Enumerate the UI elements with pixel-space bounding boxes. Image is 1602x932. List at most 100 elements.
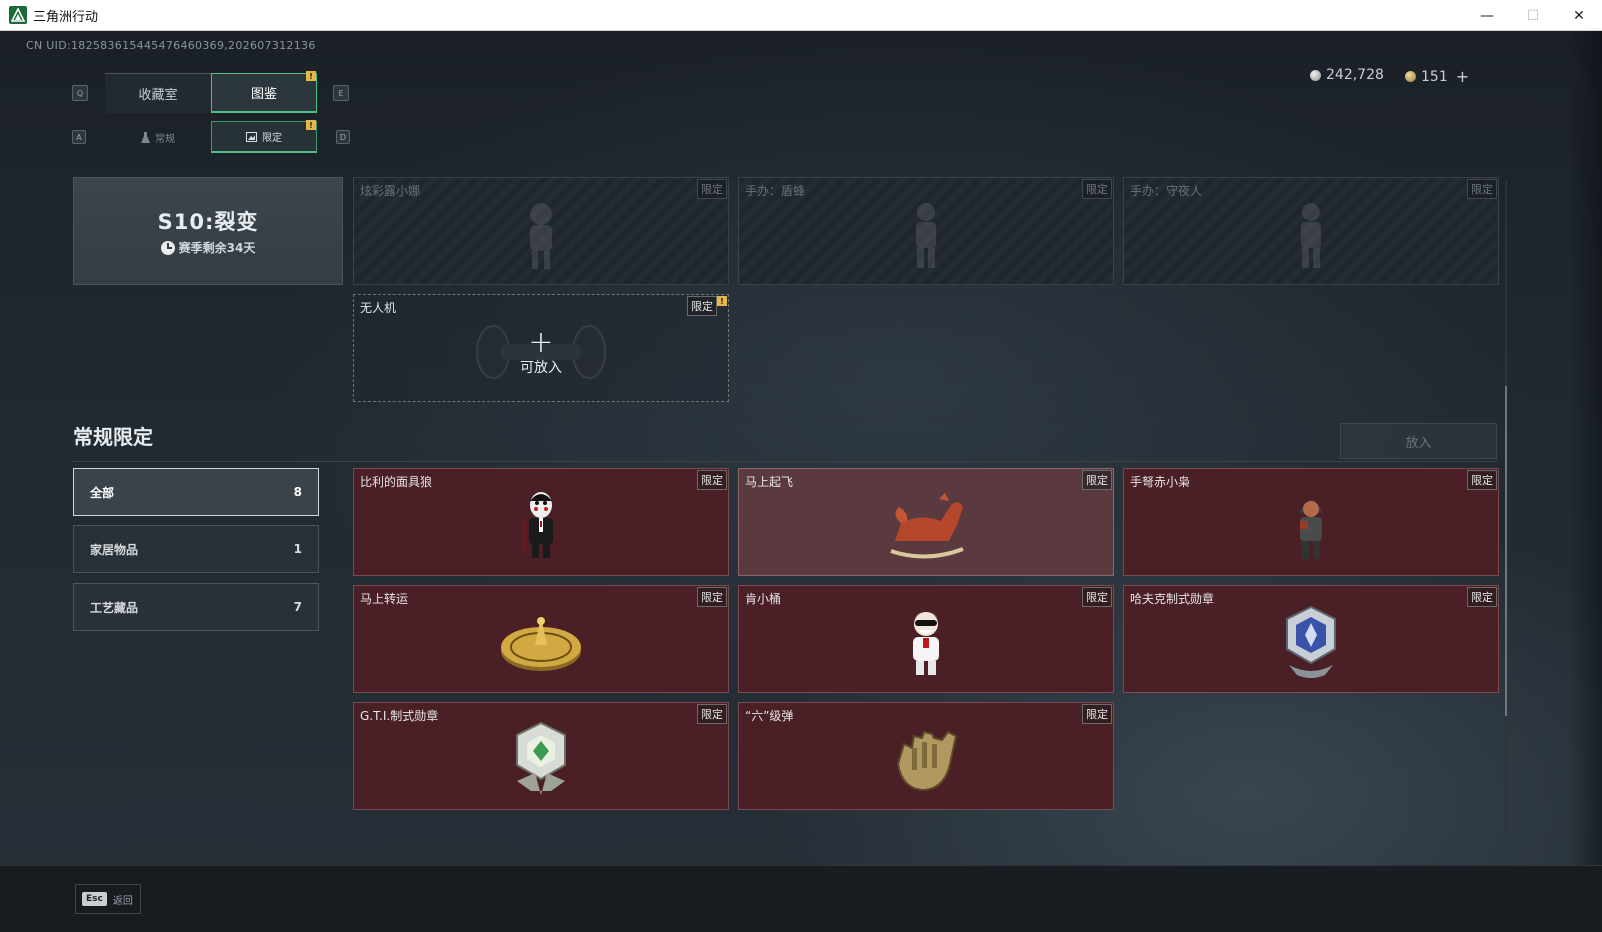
item-name: “六”级弹 [745, 709, 794, 723]
featured-slot-2[interactable]: 手办：盾蜂 限定 [738, 177, 1114, 285]
limited-tag: 限定 [697, 587, 727, 607]
filter-count: 7 [293, 600, 302, 614]
subtab-limited[interactable]: 限定 [211, 121, 317, 153]
scrollbar-thumb[interactable] [1505, 386, 1507, 716]
game-viewport: CN UID:182583615445476460369,20260731213… [0, 31, 1602, 932]
place-hint: + 可放入 [520, 328, 562, 377]
clock-icon [160, 240, 175, 255]
add-currency-button[interactable]: + [1455, 67, 1470, 86]
colonel-figure-icon [913, 612, 939, 676]
back-button[interactable]: Esc 返回 [75, 884, 141, 914]
gold-coin-icon [1405, 71, 1416, 82]
footer-bar: Esc 返回 [0, 865, 1602, 932]
place-hint-label: 可放入 [520, 360, 562, 377]
item-name: 比利的面具狼 [360, 475, 433, 489]
limited-tag: 限定 [1082, 704, 1112, 724]
minimize-button[interactable]: — [1480, 7, 1494, 24]
featured-slot-name: 手办：盾蜂 [745, 184, 806, 198]
rocking-horse-icon [890, 493, 964, 559]
gold-currency: 151 + [1405, 67, 1469, 86]
put-in-button[interactable]: 放入 [1340, 423, 1497, 459]
watcher-figure-silhouette-icon [1301, 203, 1321, 269]
limited-tag: 限定 [687, 296, 717, 316]
season-remaining-text: 赛季剩余34天 [178, 241, 256, 255]
filter-home-items[interactable]: 家居物品 1 [73, 525, 319, 573]
window-title: 三角洲行动 [33, 9, 99, 25]
subtab-regular[interactable]: 常规 [105, 121, 211, 153]
section-title: 常规限定 [73, 425, 153, 449]
item-name: 马上起飞 [745, 475, 794, 489]
tab-catalog[interactable]: 图鉴 [211, 73, 317, 113]
close-button[interactable]: ✕ [1573, 7, 1585, 24]
gti-medal-icon [516, 722, 566, 796]
girl-figure-silhouette-icon [530, 203, 552, 270]
item-card[interactable]: “六”级弹 限定 [738, 702, 1114, 810]
featured-slot-name: 无人机 [360, 301, 397, 315]
limited-tag: 限定 [697, 179, 727, 199]
limited-tag: 限定 [1082, 470, 1112, 490]
featured-slot-name: 炫彩露小娜 [360, 184, 421, 198]
puppet-figure-icon [523, 492, 553, 559]
next-subtab-key-hint[interactable]: D [336, 130, 350, 144]
right-edge-shade [1568, 31, 1602, 932]
item-name: G.T.I.制式勋章 [360, 709, 439, 723]
back-label: 返回 [112, 895, 133, 907]
prev-tab-key-hint[interactable]: Q [72, 85, 88, 101]
silver-amount: 242,728 [1326, 67, 1384, 83]
maximize-button[interactable]: ☐ [1526, 7, 1540, 24]
limited-notification-badge: ! [306, 120, 316, 130]
featured-slot-name: 手办：守夜人 [1130, 184, 1203, 198]
item-card[interactable]: 肯小桶 限定 [738, 585, 1114, 693]
limited-tag: 限定 [1082, 179, 1112, 199]
season-title: S10:裂变 [157, 210, 259, 234]
limited-tag: 限定 [697, 470, 727, 490]
drone-placeable-slot[interactable]: 无人机 限定 ! + 可放入 [353, 294, 729, 402]
silver-coin-icon [1310, 69, 1321, 81]
item-card[interactable]: 手弩赤小枭 限定 [1123, 468, 1499, 576]
limited-tag: 限定 [1467, 470, 1497, 490]
subtab-regular-label: 常规 [155, 133, 175, 145]
bullet-hand-icon [896, 730, 958, 792]
uid-label: CN UID:182583615445476460369,20260731213… [26, 39, 316, 52]
item-card[interactable]: 马上起飞 限定 [738, 468, 1114, 576]
item-card[interactable]: 哈夫克制式勋章 限定 [1123, 585, 1499, 693]
limited-tag: 限定 [1467, 587, 1497, 607]
item-card[interactable]: G.T.I.制式勋章 限定 [353, 702, 729, 810]
soldier-figure-silhouette-icon [916, 203, 936, 269]
filter-label: 家居物品 [90, 542, 139, 557]
filter-count: 8 [293, 485, 302, 499]
item-name: 哈夫克制式勋章 [1130, 592, 1215, 606]
gold-coin-icon [501, 617, 581, 672]
filter-all[interactable]: 全部 8 [73, 468, 319, 516]
limited-tag: 限定 [1467, 179, 1497, 199]
limited-tag: 限定 [1082, 587, 1112, 607]
item-card[interactable]: 比利的面具狼 限定 [353, 468, 729, 576]
season-card: S10:裂变 赛季剩余34天 [73, 177, 343, 285]
season-remaining: 赛季剩余34天 [160, 239, 256, 256]
catalog-notification-badge: ! [306, 71, 316, 81]
featured-slot-1[interactable]: 炫彩露小娜 限定 [353, 177, 729, 285]
gold-amount: 151 [1421, 68, 1448, 85]
silver-currency: 242,728 [1310, 67, 1384, 83]
esc-key-icon: Esc [82, 892, 107, 906]
drone-icon [476, 325, 606, 380]
drone-notification-badge: ! [717, 296, 727, 306]
filter-label: 全部 [90, 485, 115, 500]
haavk-medal-icon [1286, 606, 1336, 679]
section-divider [73, 461, 1497, 462]
item-name: 手弩赤小枭 [1130, 475, 1191, 489]
filter-count: 1 [293, 542, 302, 556]
tab-collection-room[interactable]: 收藏室 [105, 73, 211, 113]
prev-subtab-key-hint[interactable]: A [72, 130, 86, 144]
picture-icon [246, 131, 257, 142]
flask-icon [141, 131, 150, 143]
hooded-figure-icon [1299, 500, 1323, 560]
item-name: 肯小桶 [745, 592, 782, 606]
item-name: 马上转运 [360, 592, 409, 606]
filter-crafts[interactable]: 工艺藏品 7 [73, 583, 319, 631]
next-tab-key-hint[interactable]: E [333, 85, 349, 101]
featured-slot-3[interactable]: 手办：守夜人 限定 [1123, 177, 1499, 285]
filter-label: 工艺藏品 [90, 600, 139, 615]
item-card[interactable]: 马上转运 限定 [353, 585, 729, 693]
subtab-limited-label: 限定 [262, 133, 282, 144]
